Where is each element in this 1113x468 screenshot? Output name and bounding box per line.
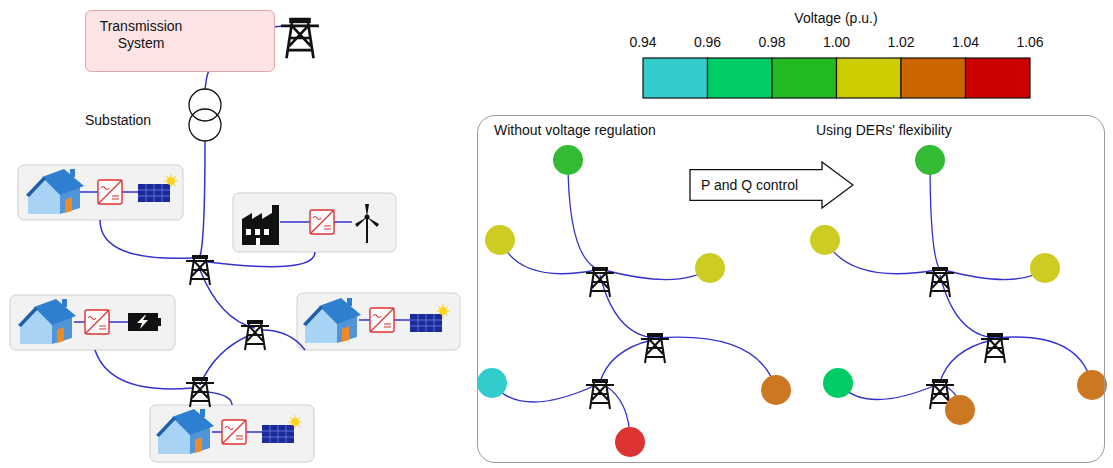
- house-icon: [156, 409, 214, 454]
- pv-panel: [138, 174, 178, 202]
- inverter-icon: [370, 308, 394, 332]
- tick-label: 1.00: [823, 34, 850, 51]
- transformer-symbol: [189, 89, 221, 141]
- tick-label: 0.96: [694, 34, 721, 51]
- transmission-tower: [281, 18, 319, 59]
- arrow-outline: [690, 162, 853, 208]
- pylon-icon: [186, 255, 214, 285]
- pv-panel: [262, 415, 302, 443]
- tick-label: 1.04: [952, 34, 979, 51]
- pylon-icon: [241, 320, 269, 350]
- der-icons: [18, 18, 450, 454]
- substation-label: Substation: [85, 112, 151, 129]
- house-icon: [26, 169, 84, 214]
- node-text: P and Q control: [701, 177, 798, 194]
- inverter-icon: [222, 420, 246, 444]
- der-boxes: [10, 165, 460, 462]
- factory-icon: [242, 205, 279, 245]
- control-arrow: P and Q control: [689, 161, 854, 209]
- pv-panel: [410, 304, 450, 332]
- node-text: Without voltage regulation: [494, 122, 656, 139]
- tick-label: 1.06: [1016, 34, 1043, 51]
- feeder-wires: [74, 26, 410, 432]
- inverter-icon: [310, 210, 334, 234]
- colorbar-title: Voltage (p.u.): [794, 10, 877, 27]
- house-icon: [303, 298, 361, 343]
- comparison-panel: Without voltage regulation Using DERs' fl…: [477, 115, 1105, 463]
- color-bar: [643, 58, 1030, 98]
- transmission-box: Transmission System: [85, 10, 275, 72]
- inverter-icon: [98, 180, 122, 204]
- wind-turbine: [355, 204, 379, 243]
- node-text: Transmission System: [86, 11, 196, 52]
- tick-label: 0.98: [758, 34, 785, 51]
- inverter-icon: [85, 310, 109, 334]
- node-text: Using DERs' flexibility: [816, 122, 952, 139]
- pylon-icon: [186, 377, 214, 407]
- tick-label: 0.94: [629, 34, 656, 51]
- battery-icon: [128, 313, 161, 331]
- network-after: [810, 145, 1107, 425]
- tick-label: 1.02: [887, 34, 914, 51]
- house-icon: [18, 299, 76, 344]
